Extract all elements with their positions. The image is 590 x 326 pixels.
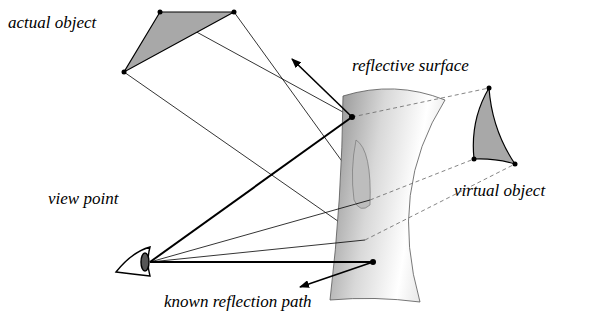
ray-lines	[124, 12, 370, 240]
annotation-label: known reflection path	[164, 293, 312, 310]
object-vertices	[122, 10, 237, 75]
annotation-label: reflective surface	[352, 57, 469, 74]
annotation-label: view point	[48, 190, 118, 207]
reflection-patch	[352, 140, 370, 209]
eye-symbol	[116, 247, 150, 276]
virtual-rays	[352, 88, 515, 240]
virtual-object	[473, 88, 515, 164]
annotation-label: actual object	[8, 14, 96, 31]
annotation-label: virtual object	[454, 182, 545, 199]
reflection-points	[349, 114, 376, 265]
normal-arrows	[292, 59, 373, 287]
known-paths	[150, 117, 373, 262]
actual-object	[124, 12, 234, 72]
virtual-vertices	[472, 86, 518, 167]
eye-rays	[150, 200, 370, 262]
